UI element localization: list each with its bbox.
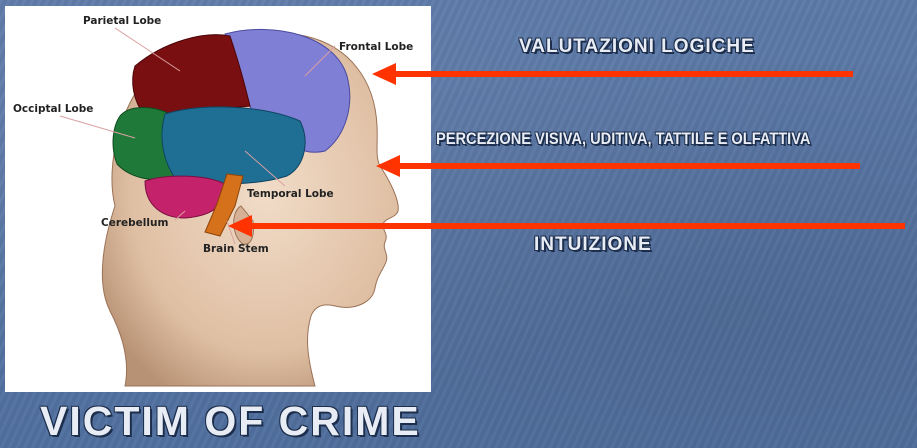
slide-title: VICTIM OF CRIME	[40, 398, 421, 445]
arrow-logic	[372, 63, 853, 85]
caption-perception: PERCEZIONE VISIVA, UDITIVA, TATTILE E OL…	[436, 129, 810, 149]
caption-logical-evaluations: VALUTAZIONI LOGICHE	[519, 36, 755, 58]
arrow-perception	[376, 155, 860, 177]
caption-intuition: INTUIZIONE	[534, 234, 652, 256]
